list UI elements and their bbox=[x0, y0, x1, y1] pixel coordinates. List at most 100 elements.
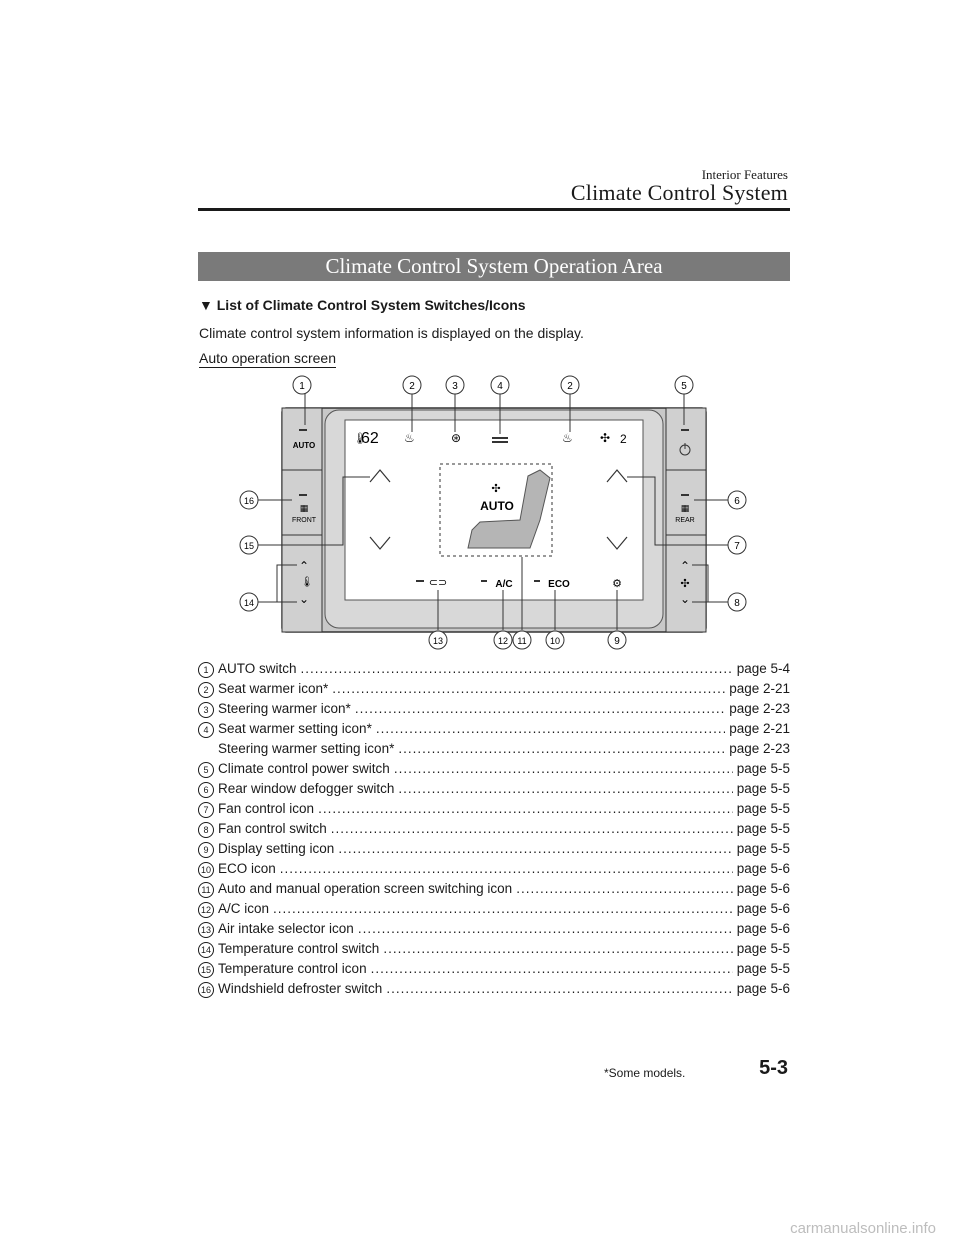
item-page-link[interactable]: page 5-6 bbox=[736, 901, 790, 916]
callout-13: 13 bbox=[433, 636, 443, 646]
auto-seat-area bbox=[439, 463, 553, 557]
item-label: ECO icon bbox=[218, 861, 276, 876]
item-label: Display setting icon bbox=[218, 841, 335, 856]
item-page-link[interactable]: page 5-5 bbox=[736, 781, 790, 796]
item-page-link[interactable]: page 5-6 bbox=[736, 861, 790, 876]
header-subtitle: Interior Features bbox=[701, 167, 788, 182]
item-number: 5 bbox=[198, 762, 214, 778]
fan-down-chevron-icon bbox=[606, 536, 628, 550]
item-page-link[interactable]: page 5-5 bbox=[736, 761, 790, 776]
fan-up-arrow-icon: ⌃ bbox=[680, 559, 690, 573]
temp-up-arrow-icon: ⌃ bbox=[299, 559, 309, 573]
ac-label: A/C bbox=[495, 579, 512, 590]
screen-label: Auto operation screen bbox=[199, 350, 336, 368]
air-intake-icon: ⊂⊃ bbox=[429, 576, 447, 589]
item-page-link[interactable]: page 5-5 bbox=[736, 941, 790, 956]
callout-4: 4 bbox=[497, 381, 503, 392]
item-number: 9 bbox=[198, 842, 214, 858]
item-label: Temperature control icon bbox=[218, 961, 367, 976]
item-label: Temperature control switch bbox=[218, 941, 380, 956]
center-auto-label: AUTO bbox=[480, 499, 514, 513]
callout-1: 1 bbox=[299, 381, 305, 392]
item-page-link[interactable]: page 5-5 bbox=[736, 801, 790, 816]
item-number: 13 bbox=[198, 922, 214, 938]
fan-down-arrow-icon: ⌄ bbox=[680, 592, 690, 606]
rear-defog-icon: ▦ bbox=[681, 504, 690, 514]
rear-switch-label: REAR bbox=[675, 517, 694, 524]
temp-down-arrow-icon: ⌄ bbox=[299, 592, 309, 606]
item-number: 7 bbox=[198, 802, 214, 818]
item-label: Steering warmer icon* bbox=[218, 701, 351, 716]
item-page-link[interactable]: page 5-5 bbox=[736, 841, 790, 856]
seat-warmer-right-icon: ♨ bbox=[562, 431, 573, 445]
thermometer-icon: 🌡 bbox=[301, 576, 314, 588]
item-label: Steering warmer setting icon* bbox=[218, 741, 395, 756]
callout-10: 10 bbox=[550, 636, 560, 646]
callout-5: 5 bbox=[681, 381, 687, 392]
item-number: 4 bbox=[198, 722, 214, 738]
item-label: AUTO switch bbox=[218, 661, 297, 676]
callout-7: 7 bbox=[734, 541, 740, 552]
item-number: 6 bbox=[198, 782, 214, 798]
list-heading: ▼ List of Climate Control System Switche… bbox=[199, 297, 526, 313]
item-page-link[interactable]: page 5-5 bbox=[736, 961, 790, 976]
list-item: 10 ECO icon page 5-6 bbox=[198, 861, 790, 881]
callout-12: 12 bbox=[498, 636, 508, 646]
item-number: 14 bbox=[198, 942, 214, 958]
seat-warmer-left-icon: ♨ bbox=[404, 431, 415, 445]
item-page-link[interactable]: page 2-21 bbox=[729, 681, 790, 696]
item-number: 10 bbox=[198, 862, 214, 878]
item-label: Seat warmer icon* bbox=[218, 681, 329, 696]
item-page-link[interactable]: page 5-6 bbox=[736, 981, 790, 996]
list-item: 12A/C iconpage 5-6 bbox=[198, 901, 790, 921]
callout-9: 9 bbox=[614, 636, 620, 647]
callout-2a: 2 bbox=[409, 381, 415, 392]
callout-6: 6 bbox=[734, 496, 740, 507]
climate-panel-diagram: AUTO ▦ FRONT ⌃ 🌡 ⌄ ▦ REAR ⌃ ✣ ⌄ 🌡 6 2 ♨ ⊛… bbox=[239, 375, 747, 650]
auto-switch-label: AUTO bbox=[293, 441, 316, 450]
list-item: 6 Rear window defogger switch page 5-5 bbox=[198, 781, 790, 801]
header-rule bbox=[198, 208, 790, 211]
item-label: Seat warmer setting icon* bbox=[218, 721, 372, 736]
footnote: *Some models. bbox=[604, 1066, 686, 1080]
temp-up-chevron-icon bbox=[369, 469, 391, 483]
left-button-column bbox=[281, 407, 323, 633]
item-page-link[interactable]: page 5-6 bbox=[736, 881, 790, 896]
item-page-link[interactable]: page 5-4 bbox=[736, 661, 790, 676]
eco-label: ECO bbox=[548, 579, 570, 590]
steering-warmer-icon: ⊛ bbox=[451, 431, 461, 445]
list-item: 3 Steering warmer icon* page 2-23 bbox=[198, 701, 790, 721]
display-inner bbox=[344, 419, 644, 601]
list-item: 9 Display setting icon page 5-5 bbox=[198, 841, 790, 861]
item-number: 11 bbox=[198, 882, 214, 898]
temp-down-chevron-icon bbox=[369, 536, 391, 550]
item-number: 3 bbox=[198, 702, 214, 718]
item-page-link[interactable]: page 2-23 bbox=[729, 701, 790, 716]
item-label: Fan control switch bbox=[218, 821, 327, 836]
item-page-link[interactable]: page 2-23 bbox=[729, 741, 790, 756]
defrost-icon: ▦ bbox=[300, 504, 309, 514]
fan-up-chevron-icon bbox=[606, 469, 628, 483]
display-fan-icon: ✣ bbox=[600, 431, 610, 445]
item-page-link[interactable]: page 2-21 bbox=[729, 721, 790, 736]
item-number: 15 bbox=[198, 962, 214, 978]
callout-11: 11 bbox=[517, 636, 526, 646]
front-switch-label: FRONT bbox=[292, 517, 317, 524]
item-number: 16 bbox=[198, 982, 214, 998]
item-page-link[interactable]: page 5-5 bbox=[736, 821, 790, 836]
list-item: 14 Temperature control switch page 5-5 bbox=[198, 941, 790, 961]
watermark: carmanualsonline.info bbox=[790, 1220, 936, 1237]
seat-icon bbox=[467, 469, 551, 549]
item-label: Windshield defroster switch bbox=[218, 981, 383, 996]
temp-thermometer-icon: 🌡 bbox=[353, 432, 367, 445]
item-page-link[interactable]: page 5-6 bbox=[736, 921, 790, 936]
display-setting-icon: ⚙ bbox=[612, 577, 622, 590]
item-label: Rear window defogger switch bbox=[218, 781, 395, 796]
header-title: Climate Control System bbox=[570, 180, 788, 205]
